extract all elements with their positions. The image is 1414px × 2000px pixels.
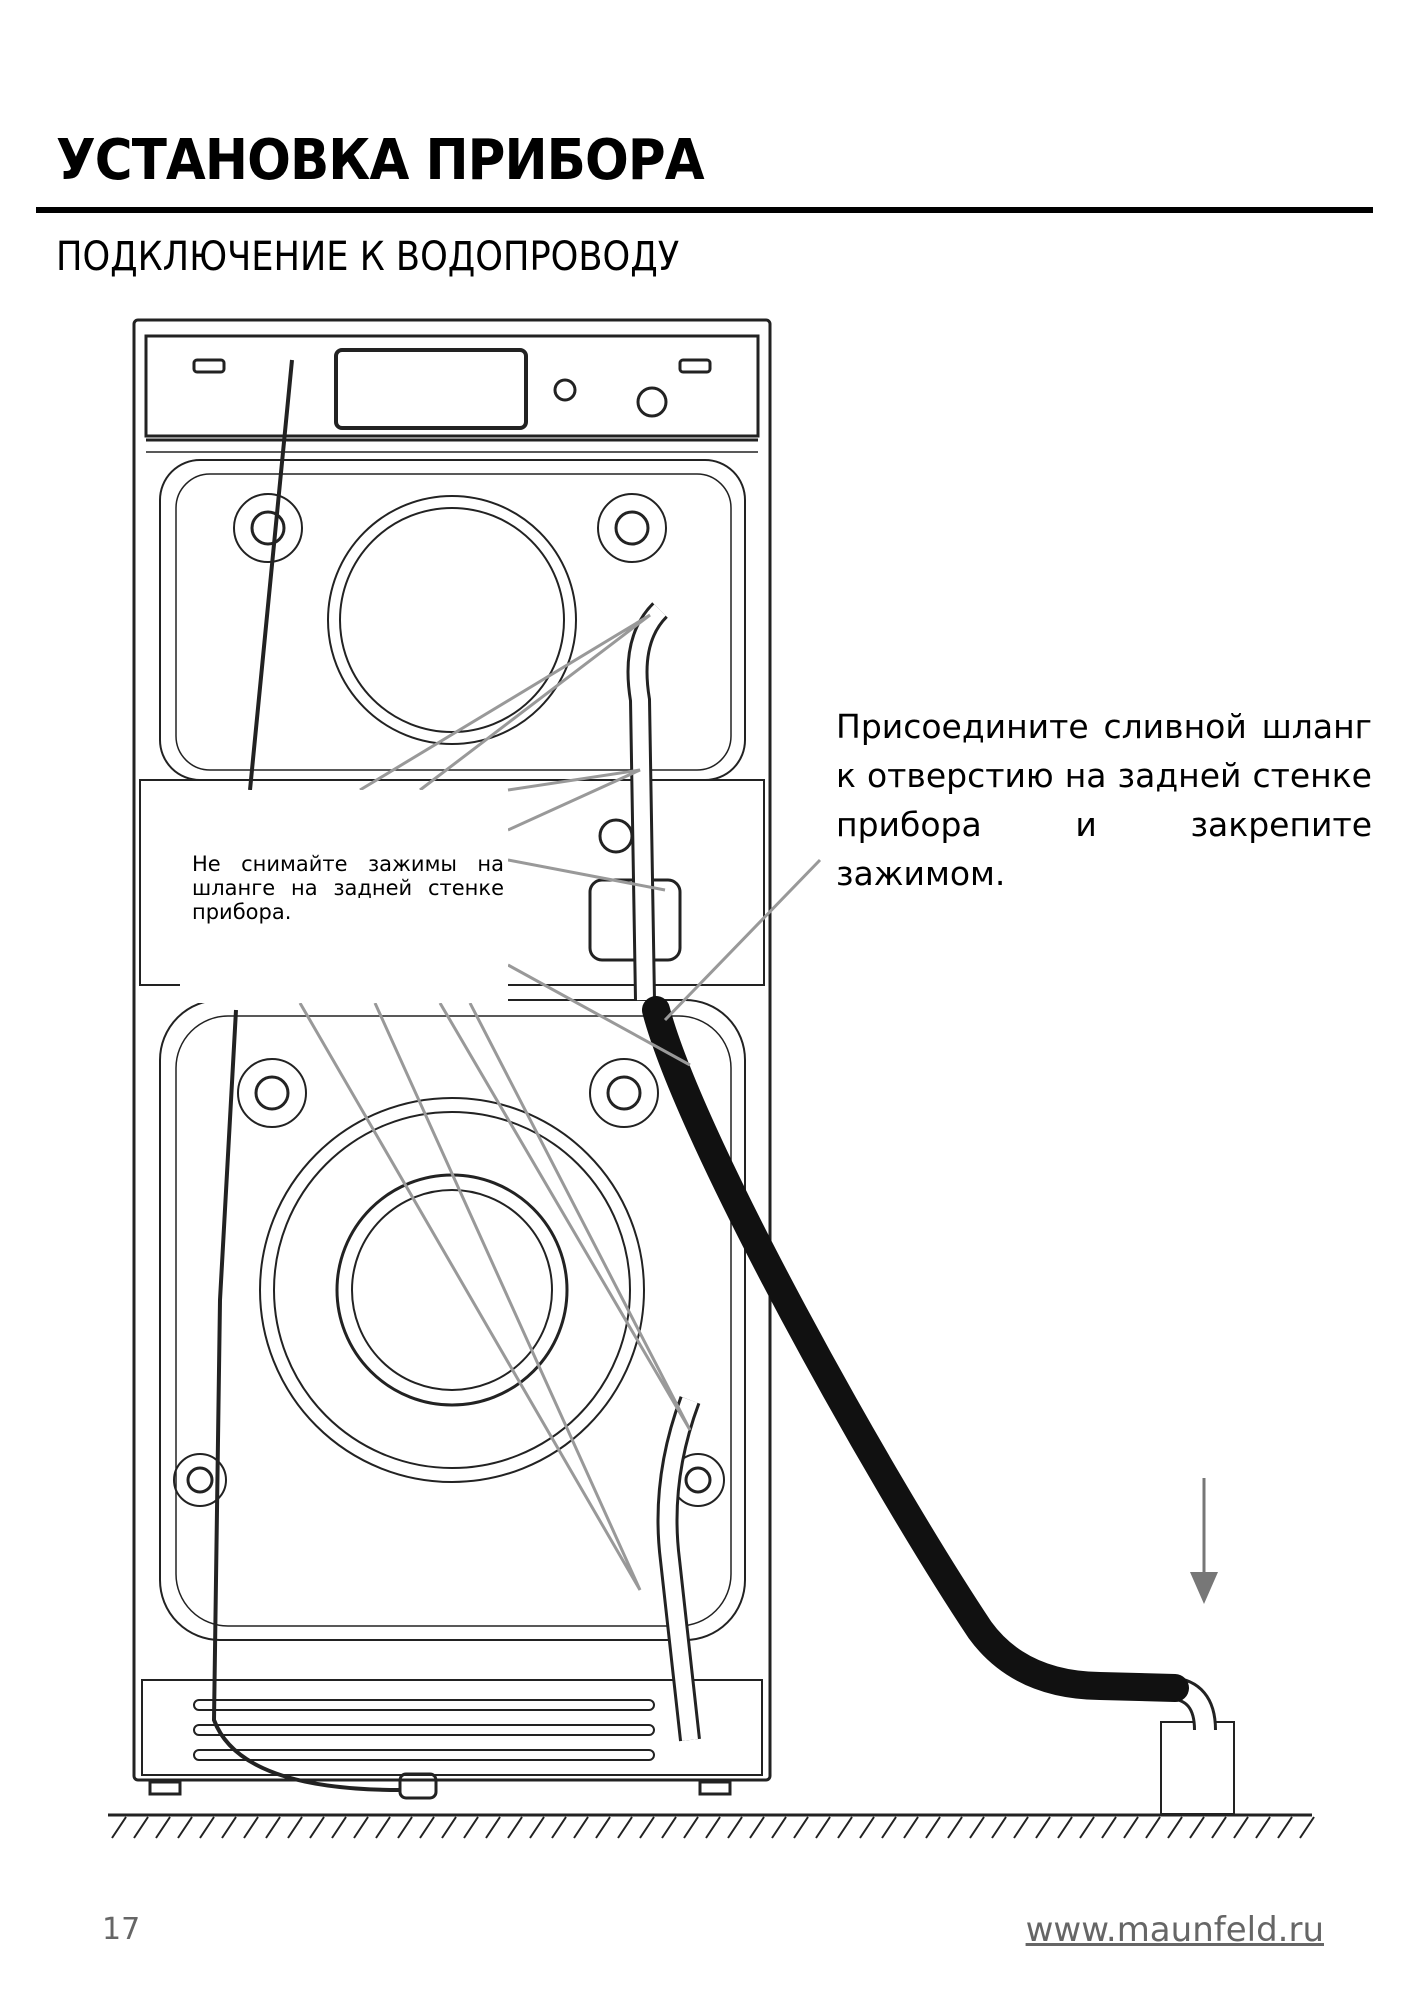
floor-hatch-line: [309, 1816, 325, 1839]
floor-hatch-line: [991, 1816, 1007, 1839]
floor-hatch-line: [1079, 1816, 1095, 1839]
floor-hatch-line: [595, 1816, 611, 1839]
floor-hatch-line: [815, 1816, 831, 1839]
floor-hatch-line: [793, 1816, 809, 1839]
drain-hose: [642, 996, 1189, 1702]
floor-hatch-line: [683, 1816, 699, 1839]
floor-hatch-line: [221, 1816, 237, 1839]
floor-hatch-line: [133, 1816, 149, 1839]
floor-hatch-line: [727, 1816, 743, 1839]
floor-hatch-line: [1211, 1816, 1227, 1839]
floor-hatch-line: [441, 1816, 457, 1839]
floor-hatch-line: [1277, 1816, 1293, 1839]
floor-hatch-line: [331, 1816, 347, 1839]
page-number: 17: [102, 1912, 141, 1947]
floor-hatch-line: [947, 1816, 963, 1839]
floor-hatch-line: [485, 1816, 501, 1839]
floor-hatch-line: [397, 1816, 413, 1839]
floor-hatch-line: [573, 1816, 589, 1839]
floor-hatch-line: [265, 1816, 281, 1839]
floor-hatch-line: [903, 1816, 919, 1839]
floor-hatch-line: [287, 1816, 303, 1839]
page-title: УСТАНОВКА ПРИБОРА: [56, 128, 705, 193]
website-link[interactable]: www.maunfeld.ru: [1025, 1910, 1324, 1950]
floor-hatch-line: [837, 1816, 853, 1839]
floor-hatch-line: [551, 1816, 567, 1839]
floor-hatch-line: [1189, 1816, 1205, 1839]
section-subtitle: ПОДКЛЮЧЕНИЕ К ВОДОПРОВОДУ: [56, 234, 680, 280]
floor-hatch-line: [969, 1816, 985, 1839]
floor-hatch-line: [529, 1816, 545, 1839]
floor-hatch-line: [375, 1816, 391, 1839]
floor-hatch-line: [1123, 1816, 1139, 1839]
floor-hatch-line: [925, 1816, 941, 1839]
instruction-text: Присоедините сливной шланг к отверстию н…: [836, 707, 1372, 893]
power-cord: [211, 359, 401, 1792]
down-arrow-icon: [1190, 1478, 1218, 1604]
floor-hatch-line: [1299, 1816, 1315, 1839]
floor-hatch-line: [463, 1816, 479, 1839]
floor-hatch-line: [1057, 1816, 1073, 1839]
floor-hatch-line: [1013, 1816, 1029, 1839]
floor-hatch-line: [705, 1816, 721, 1839]
machine-body: [132, 318, 772, 1782]
floor-hatch-line: [1101, 1816, 1117, 1839]
floor-hatch-line: [243, 1816, 259, 1839]
floor-hatch-line: [177, 1816, 193, 1839]
floor-hatch-line: [749, 1816, 765, 1839]
floor-hatch-line: [661, 1816, 677, 1839]
floor-hatch-line: [617, 1816, 633, 1839]
floor-hatch-line: [419, 1816, 435, 1839]
floor-hatch-line: [353, 1816, 369, 1839]
callout-box: [180, 790, 508, 1003]
floor-hatch-line: [771, 1816, 787, 1839]
floor-hatch-line: [1167, 1816, 1183, 1839]
floor-hatch-line: [507, 1816, 523, 1839]
floor-hatch-line: [111, 1816, 127, 1839]
floor-hatch-line: [1145, 1816, 1161, 1839]
floor-hatch-line: [1255, 1816, 1271, 1839]
title-divider: [36, 207, 1373, 213]
floor-hatch-line: [1233, 1816, 1249, 1839]
floor-hatch-line: [1035, 1816, 1051, 1839]
floor-hatch-line: [639, 1816, 655, 1839]
drain-pipe: [1160, 1721, 1235, 1815]
callout-note: Не снимайте зажимы на шланге на задней с…: [192, 852, 504, 924]
floor-hatch-line: [859, 1816, 875, 1839]
floor-hatch-line: [155, 1816, 171, 1839]
floor-hatch-line: [199, 1816, 215, 1839]
floor-hatch-line: [881, 1816, 897, 1839]
